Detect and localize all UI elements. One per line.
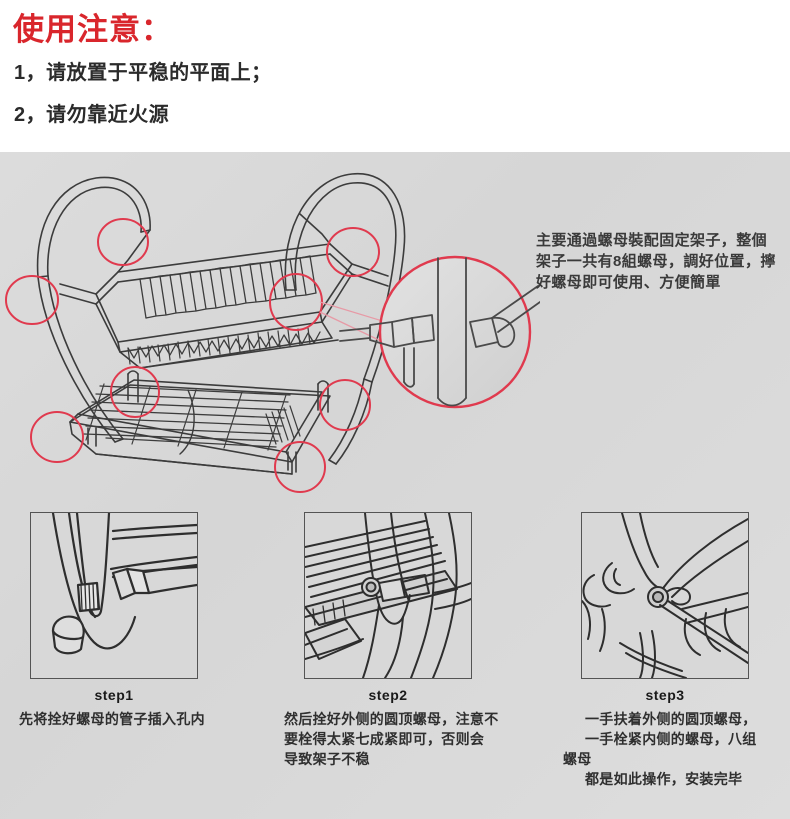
step-2-label: step2 (368, 687, 408, 703)
step-1-caption: 先将拴好螺母的管子插入孔内 (2, 709, 222, 729)
step-3: step3 一手扶着外侧的圆顶螺母， 一手栓紧内侧的螺母，八组螺母 都是如此操作… (563, 512, 756, 789)
highlight-circle-2 (97, 218, 149, 266)
step-1-label: step1 (94, 687, 134, 703)
step-3-label: step3 (645, 687, 685, 703)
step-1-caption-line-1: 先将拴好螺母的管子插入孔内 (19, 711, 205, 727)
assembly-note-line-3: 好螺母即可使用、方便簡單 (536, 274, 721, 291)
step-2-caption-line-1: 然后拴好外侧的圆顶螺母，注意不 (284, 711, 499, 727)
highlight-circle-8 (274, 441, 326, 493)
highlight-circle-5 (110, 366, 160, 418)
step-3-caption-line-1: 一手扶着外侧的圆顶螺母， (585, 711, 757, 727)
header-section: 使用注意： 1，请放置于平稳的平面上； 2，请勿靠近火源 (0, 0, 790, 152)
step-3-caption-line-3: 都是如此操作，安装完毕 (585, 771, 743, 787)
highlight-circle-6 (30, 411, 84, 463)
step-2-caption: 然后拴好外侧的圆顶螺母，注意不 要栓得太紧七成紧即可，否则会 导致架子不稳 (284, 709, 509, 769)
highlight-circle-3 (326, 227, 380, 277)
step-1-image (30, 512, 198, 679)
step-2-image (304, 512, 472, 679)
step-2-caption-line-2: 要栓得太紧七成紧即可，否则会 (284, 731, 485, 747)
step-2-caption-line-3: 导致架子不稳 (284, 751, 370, 767)
nut-detail-magnifier (339, 255, 540, 409)
assembly-note-line-2: 架子一共有8組螺母，調好位置，擰 (536, 253, 776, 270)
step-1: step1 先将拴好螺母的管子插入孔内 (19, 512, 205, 729)
note-item-2: 2，请勿靠近火源 (14, 104, 170, 126)
page-title: 使用注意： (13, 12, 173, 47)
assembly-note: 主要通過螺母裝配固定架子，整個 架子一共有8組螺母，調好位置，擰 好螺母即可使用… (536, 230, 786, 293)
highlight-circle-7 (319, 379, 371, 431)
step-3-image (581, 512, 749, 679)
step-2: step2 然后拴好外侧的圆顶螺母，注意不 要栓得太紧七成紧即可，否则会 导致架… (284, 512, 498, 769)
highlight-circle-1 (5, 275, 59, 325)
notes-list: 1，请放置于平稳的平面上； 2，请勿靠近火源 (14, 62, 614, 146)
dish-rack-diagram (0, 152, 540, 497)
step-3-caption: 一手扶着外侧的圆顶螺母， 一手栓紧内侧的螺母，八组螺母 都是如此操作，安装完毕 (563, 709, 768, 789)
steps-section: step1 先将拴好螺母的管子插入孔内 (0, 512, 790, 812)
note-item-1: 1，请放置于平稳的平面上； (14, 62, 272, 84)
assembly-note-line-1: 主要通過螺母裝配固定架子，整個 (536, 232, 768, 249)
step-3-caption-line-2: 一手栓紧内侧的螺母，八组螺母 (563, 731, 757, 767)
illustration-panel: 主要通過螺母裝配固定架子，整個 架子一共有8組螺母，調好位置，擰 好螺母即可使用… (0, 152, 790, 819)
